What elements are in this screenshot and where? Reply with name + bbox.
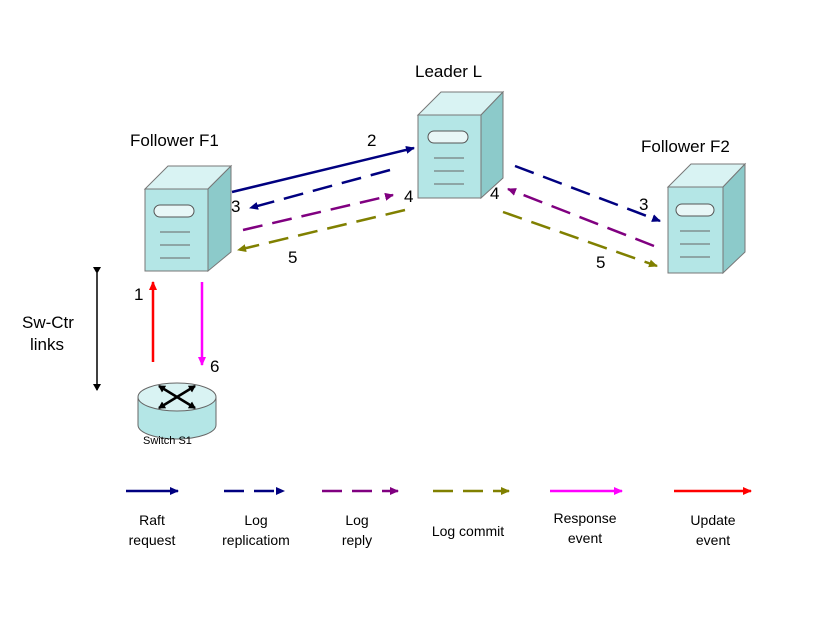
leader-label: Leader L (415, 62, 482, 81)
legend-label-response-event-2: event (568, 530, 602, 546)
step-3-label-f2: 3 (639, 195, 648, 214)
sw-ctr-label-line2: links (30, 335, 64, 354)
legend-item-update-event: Update event (674, 487, 752, 548)
step-1-label: 1 (134, 285, 143, 304)
legend-item-response-event: Response event (550, 487, 623, 546)
legend-item-log-replication: Log replicatiom (222, 487, 290, 548)
legend: Raft request Log replicatiom Log reply L… (126, 487, 752, 548)
legend-label-update-event-2: event (696, 532, 730, 548)
step-4-label-f2: 4 (490, 184, 499, 203)
step-3-label-f1: 3 (231, 197, 240, 216)
log-replication-arrow-f1 (249, 168, 391, 210)
legend-label-raft-request-1: Raft (139, 512, 165, 528)
server-follower-f1 (143, 164, 233, 273)
legend-label-raft-request-2: request (129, 532, 176, 548)
legend-label-log-replication-1: Log (244, 512, 267, 528)
switch-label: Switch S1 (143, 435, 192, 447)
legend-item-raft-request: Raft request (126, 487, 179, 548)
legend-item-log-reply: Log reply (322, 487, 399, 548)
legend-item-log-commit: Log commit (432, 487, 510, 539)
server-leader (416, 90, 505, 200)
legend-label-response-event-1: Response (553, 510, 616, 526)
log-reply-arrow-f1 (242, 192, 394, 232)
step-2-label: 2 (367, 131, 376, 150)
step-6-label: 6 (210, 357, 219, 376)
log-reply-arrow-f2 (507, 187, 655, 248)
legend-label-log-commit: Log commit (432, 523, 504, 539)
legend-label-log-reply-1: Log (345, 512, 368, 528)
step-5-label-f1: 5 (288, 248, 297, 267)
follower-f1-label: Follower F1 (130, 131, 219, 150)
legend-label-log-reply-2: reply (342, 532, 372, 548)
legend-label-log-replication-2: replicatiom (222, 532, 290, 548)
sw-ctr-label-line1: Sw-Ctr (22, 313, 74, 332)
step-5-label-f2: 5 (596, 253, 605, 272)
switch-cross-arrows-icon (158, 384, 196, 410)
server-follower-f2 (666, 162, 747, 275)
log-commit-arrow-f2 (502, 210, 658, 268)
log-commit-arrow-f1 (237, 208, 406, 253)
switch-s1 (137, 382, 217, 440)
follower-f2-label: Follower F2 (641, 137, 730, 156)
step-4-label-f1: 4 (404, 187, 413, 206)
legend-label-update-event-1: Update (690, 512, 735, 528)
raft-request-arrow (231, 145, 415, 194)
log-replication-arrow-f2 (514, 164, 661, 223)
